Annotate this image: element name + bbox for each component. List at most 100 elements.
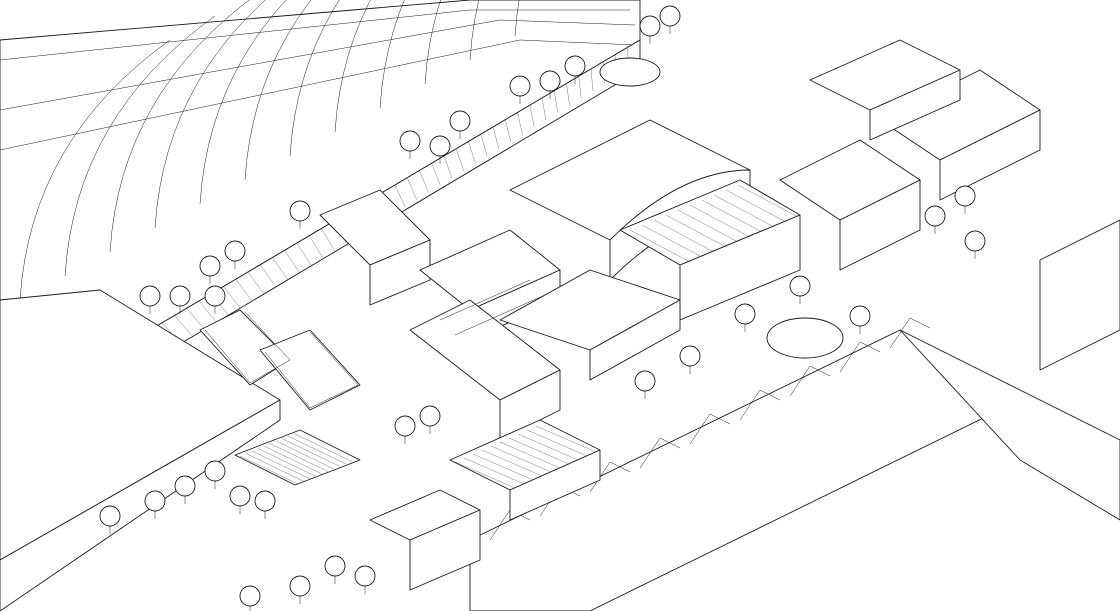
greenhouse-bar — [454, 461, 516, 489]
facade-mullion — [272, 257, 288, 280]
greenhouse-bar — [257, 448, 317, 477]
facade-mullion — [321, 228, 335, 251]
greenhouse-bar — [665, 214, 727, 248]
facade-mullion — [541, 97, 547, 121]
greenhouse-bar — [269, 443, 329, 472]
facade-mullion — [431, 163, 441, 186]
greenhouse-bar — [508, 437, 570, 465]
facade-mullion — [517, 112, 523, 135]
sawtooth-ridge — [589, 461, 631, 493]
greenhouse-bar — [463, 457, 525, 485]
tree-crown — [659, 5, 681, 27]
tree-crown — [539, 70, 561, 92]
facade-mullion — [590, 68, 594, 92]
tree-crown — [639, 15, 661, 37]
facade-mullion — [468, 141, 476, 164]
tree-crown — [144, 490, 166, 512]
vault-rib — [289, 0, 340, 157]
facade-mullion — [284, 250, 300, 273]
greenhouse-bar — [472, 453, 534, 481]
greenhouse-bar — [275, 440, 335, 470]
tree-crown — [964, 230, 986, 252]
vault-rib — [154, 0, 266, 229]
trees-group — [99, 5, 986, 611]
tree-crown — [229, 485, 251, 507]
greenhouse-bar — [701, 199, 763, 233]
facade-mullion — [456, 148, 464, 171]
tree-crown — [924, 205, 946, 227]
greenhouse-bar — [499, 441, 561, 469]
tree-crown — [564, 55, 586, 77]
facade-mullion — [198, 300, 218, 324]
greenhouse-bar — [293, 433, 353, 462]
greenhouse-bar — [263, 445, 323, 475]
greenhouse-bar — [481, 449, 543, 477]
tree-crown — [239, 585, 261, 607]
vault-rib — [19, 39, 171, 301]
right-buildings — [779, 39, 1120, 371]
tree-crown — [789, 275, 811, 297]
greenhouse-bar — [490, 445, 552, 473]
facade-mullion — [223, 286, 241, 309]
tree-crown — [509, 75, 531, 97]
facade-mullion — [407, 177, 417, 200]
sawtooth-ridge — [789, 365, 831, 397]
tree-crown — [99, 505, 121, 527]
greenhouse-bar — [689, 204, 751, 238]
vault-rib — [469, 0, 480, 61]
greenhouse-bar — [641, 224, 703, 258]
greenhouse-bar — [629, 229, 691, 263]
tree-crown — [174, 475, 196, 497]
tree-crown — [634, 370, 656, 392]
sawtooth-ridge — [739, 389, 781, 421]
tree-crown — [429, 135, 451, 157]
tree-crown — [254, 490, 276, 512]
sawtooth-ridge — [839, 341, 881, 373]
facade-mullion — [443, 155, 453, 179]
tree-crown — [204, 460, 226, 482]
tree-crown — [224, 240, 246, 262]
greenhouse-bar — [653, 219, 715, 253]
greenhouse-bar — [526, 429, 588, 457]
facade-mullion — [566, 83, 570, 106]
round-pavilion — [599, 57, 844, 359]
greenhouse-bar — [535, 425, 597, 453]
tree-crown — [734, 303, 756, 325]
facade-mullion — [186, 308, 206, 331]
greenhouse-bar — [281, 438, 341, 467]
vault-rib — [379, 0, 405, 109]
left-warehouse — [0, 289, 281, 611]
facade-mullion — [296, 242, 312, 266]
central-buildings — [319, 189, 561, 441]
facade-mullion — [235, 279, 253, 302]
tree-crown — [954, 185, 976, 207]
greenhouse-bar — [725, 189, 787, 223]
tree-crown — [199, 255, 221, 277]
greenhouse-bar — [517, 433, 579, 461]
greenhouse-bar — [287, 435, 347, 465]
greenhouse-bar — [677, 209, 739, 243]
facade-mullion — [529, 105, 535, 128]
greenhouse-bar — [239, 455, 299, 485]
sawtooth-ridge — [689, 413, 731, 445]
sawtooth-ridge — [639, 437, 681, 469]
tree-crown — [354, 565, 376, 587]
tree-crown — [289, 200, 311, 222]
facade-mullion — [260, 264, 276, 287]
tree-crown — [324, 555, 346, 577]
greenhouse-bar — [245, 453, 305, 482]
facade-mullion — [505, 119, 511, 142]
tree-crown — [169, 285, 191, 307]
vaulted-shed-roof — [0, 0, 641, 331]
vault-rib — [199, 0, 287, 205]
greenhouse-bar — [251, 450, 311, 480]
vault-rib — [64, 15, 216, 277]
greenhouse-bar — [737, 184, 799, 218]
facade-mullion — [554, 90, 558, 113]
vault-rib — [109, 0, 250, 253]
tree-crown — [849, 305, 871, 327]
facade-mullion — [247, 271, 265, 295]
tree-crown — [449, 110, 471, 132]
facade-mullion — [492, 126, 500, 150]
tree-crown — [204, 285, 226, 307]
